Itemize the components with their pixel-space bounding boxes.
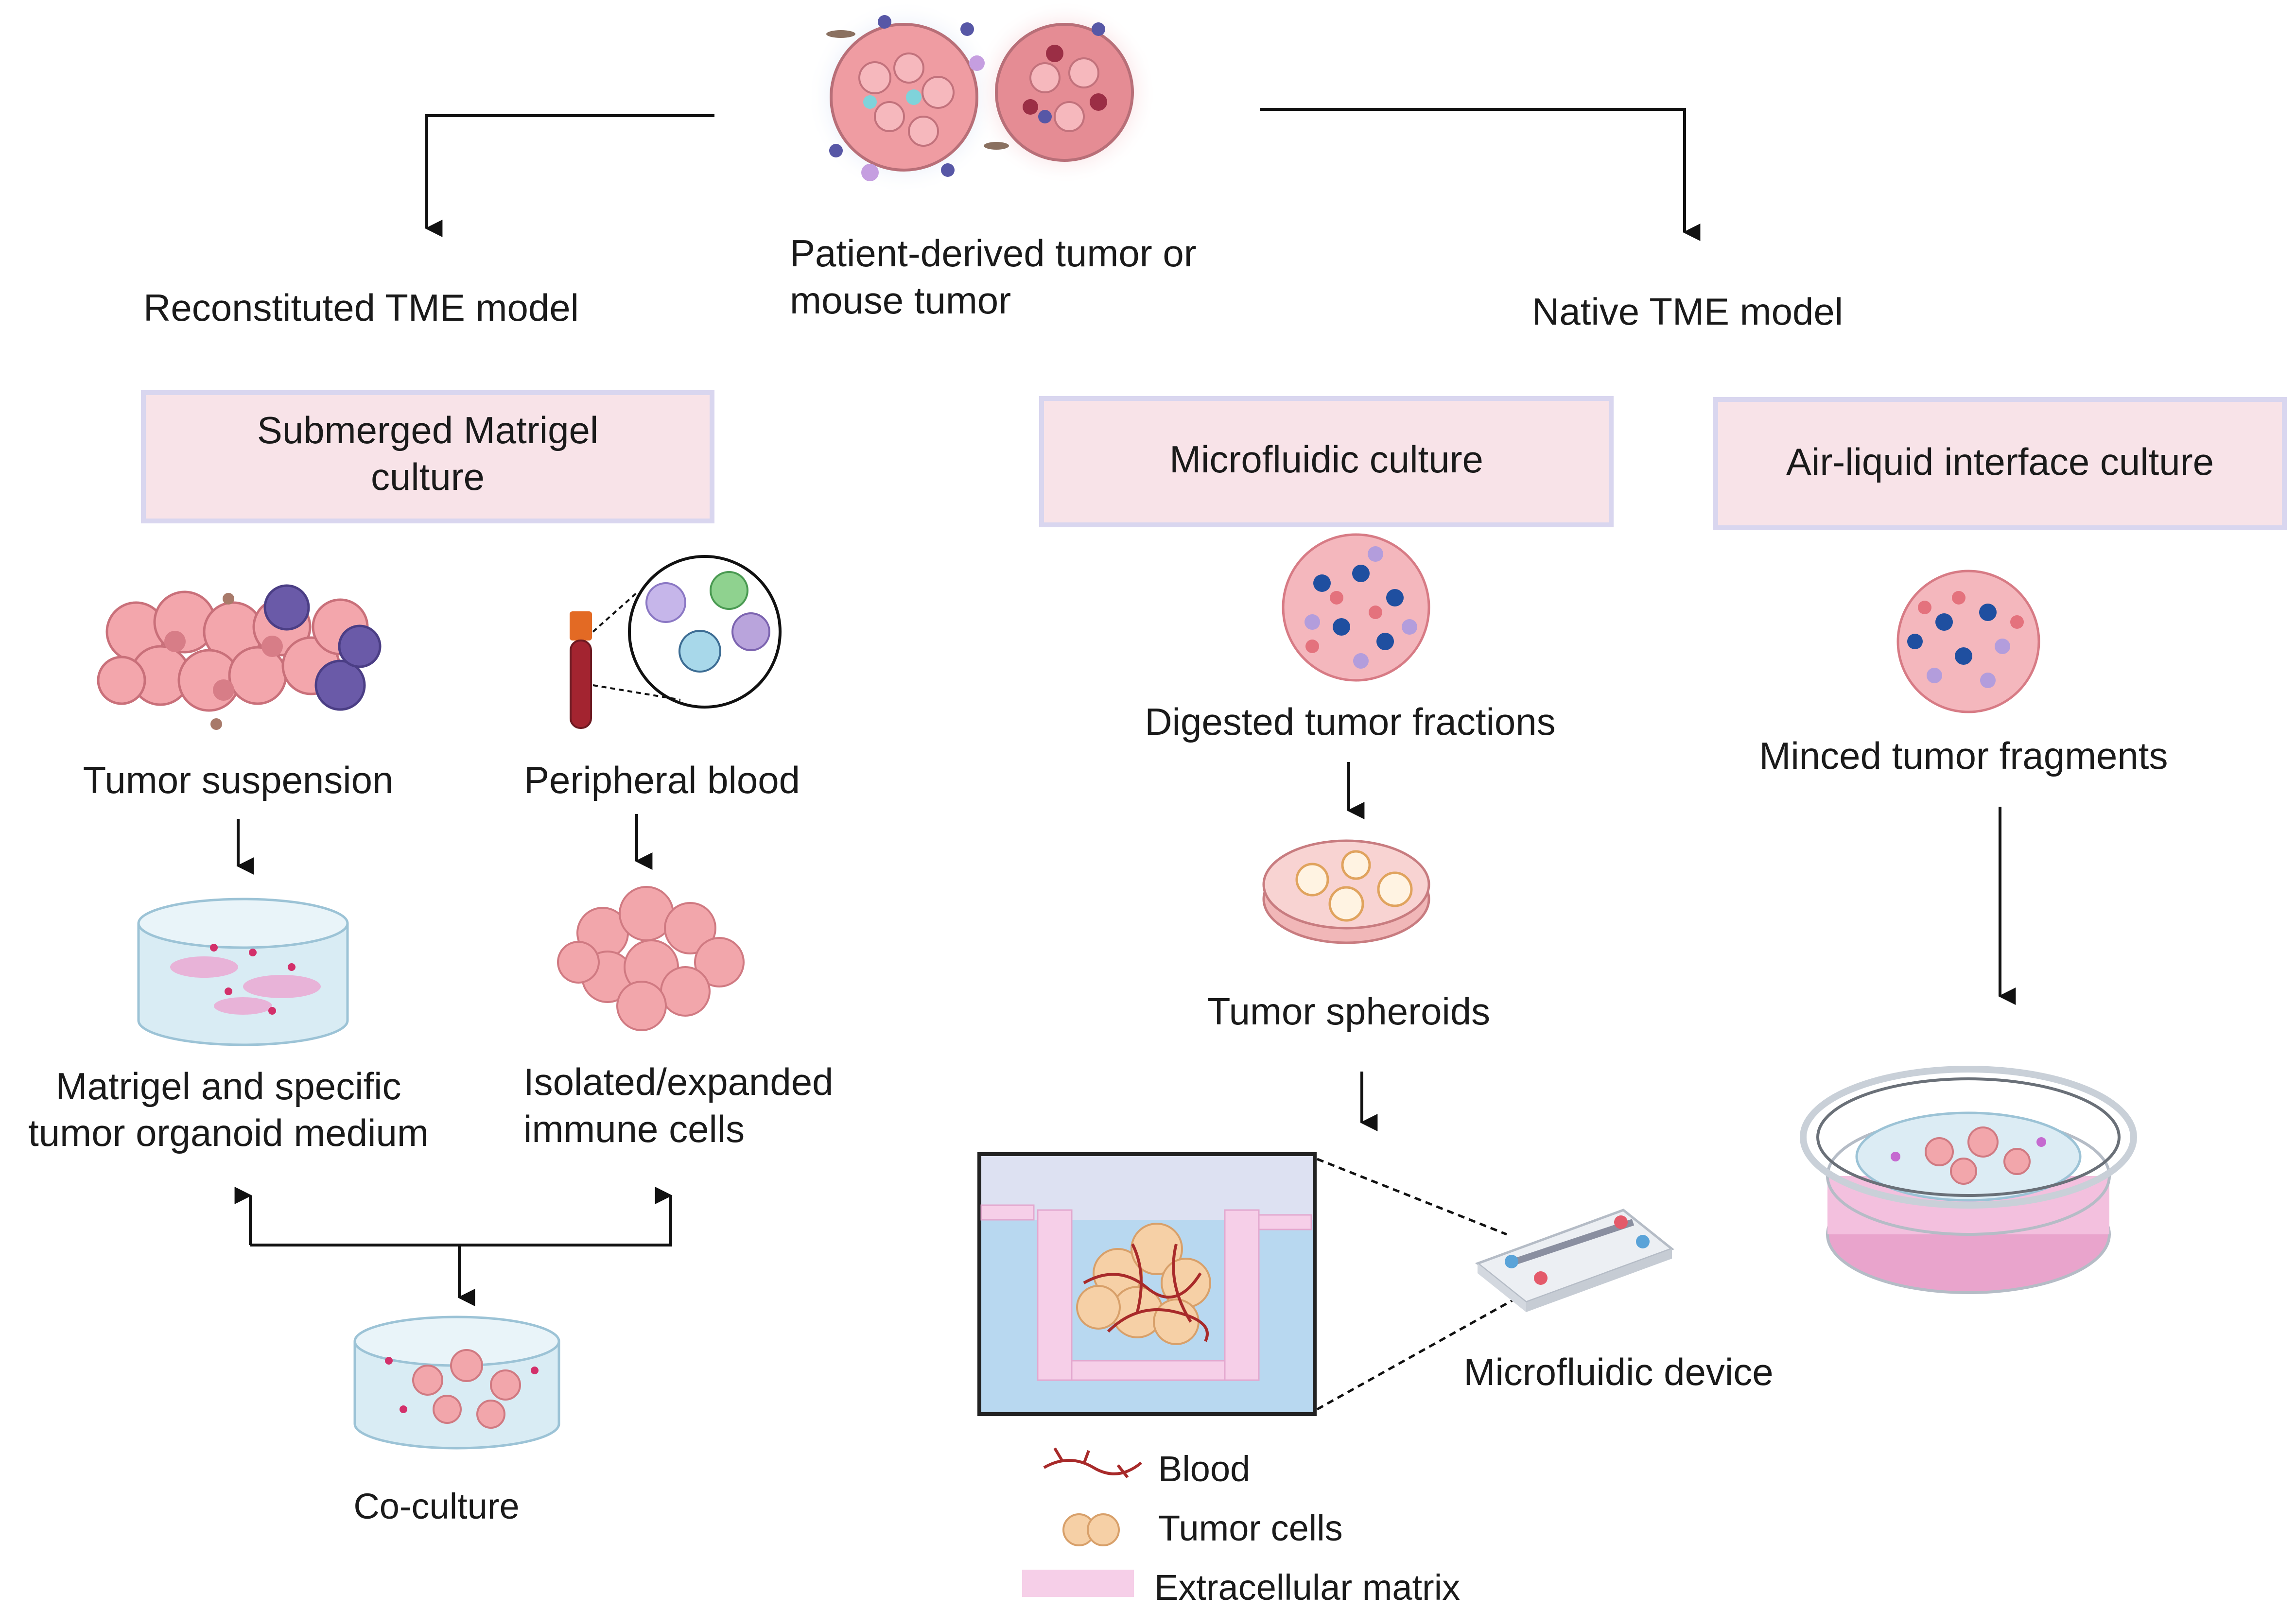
tumor-suspension-label: Tumor suspension <box>83 759 394 801</box>
patient-tumor-illustration <box>807 0 1157 194</box>
branch-arrow-left <box>425 114 714 237</box>
legend-ecm-swatch <box>1022 1570 1134 1597</box>
air-liquid-box-label: Air-liquid interface culture <box>1786 440 2214 483</box>
microfluidic-device-illustration <box>1475 1209 1675 1312</box>
immune-cells-label-line2: immune cells <box>523 1108 745 1150</box>
tumor-spheroids-label: Tumor spheroids <box>1207 990 1490 1033</box>
native-model-title: Native TME model <box>1532 290 1843 333</box>
matrigel-dish-illustration <box>137 898 349 1046</box>
legend-blood-label: Blood <box>1158 1449 1250 1489</box>
submerged-box-line1: Submerged Matrigel <box>257 409 598 451</box>
coculture-dish-illustration <box>353 1316 560 1450</box>
source-label-line2: mouse tumor <box>790 279 1011 322</box>
peripheral-blood-label: Peripheral blood <box>524 759 800 801</box>
peripheral-blood-illustration <box>570 555 782 729</box>
coculture-label: Co-culture <box>353 1486 519 1526</box>
air-liquid-culture-box: Air-liquid interface culture <box>1713 397 2287 530</box>
microfluidic-chip-cross-section <box>977 1152 1317 1416</box>
submerged-box-line2: culture <box>371 455 485 498</box>
minced-fragments-label: Minced tumor fragments <box>1759 734 2168 777</box>
reconstituted-model-title: Reconstituted TME model <box>143 286 579 329</box>
legend: Blood Tumor cells Extracellular matrix <box>1022 1447 1460 1608</box>
branch-arrow-right <box>1260 108 1701 241</box>
chip-zoom-lines <box>1316 1158 1527 1411</box>
legend-ecm-label: Extracellular matrix <box>1154 1567 1460 1608</box>
matrigel-label-line1: Matrigel and specific <box>56 1065 401 1108</box>
matrigel-label-line2: tumor organoid medium <box>28 1111 429 1154</box>
legend-blood-swatch <box>1043 1447 1142 1478</box>
digested-tumor-illustration <box>1282 533 1430 682</box>
spheroid-dish-illustration <box>1262 839 1430 944</box>
air-liquid-dish-illustration <box>1800 1066 2137 1294</box>
immune-cells-illustration <box>557 886 745 1031</box>
submerged-matrigel-box: Submerged Matrigel culture <box>141 390 714 523</box>
tumor-suspension-illustration <box>97 584 382 730</box>
legend-tumor-cells-swatch <box>1062 1513 1120 1546</box>
microfluidic-culture-box: Microfluidic culture <box>1039 396 1614 527</box>
source-label-line1: Patient-derived tumor or <box>790 232 1197 275</box>
left-down-arrows <box>236 814 653 875</box>
legend-tumor-cells-label: Tumor cells <box>1158 1508 1343 1548</box>
digested-fractions-label: Digested tumor fractions <box>1145 700 1555 743</box>
coculture-connector-arrows <box>234 1187 673 1306</box>
microfluidic-box-label: Microfluidic culture <box>1169 438 1483 481</box>
minced-tumor-illustration <box>1896 570 2040 713</box>
immune-cells-label-line1: Isolated/expanded <box>523 1060 834 1103</box>
microfluidic-device-label: Microfluidic device <box>1463 1350 1773 1393</box>
